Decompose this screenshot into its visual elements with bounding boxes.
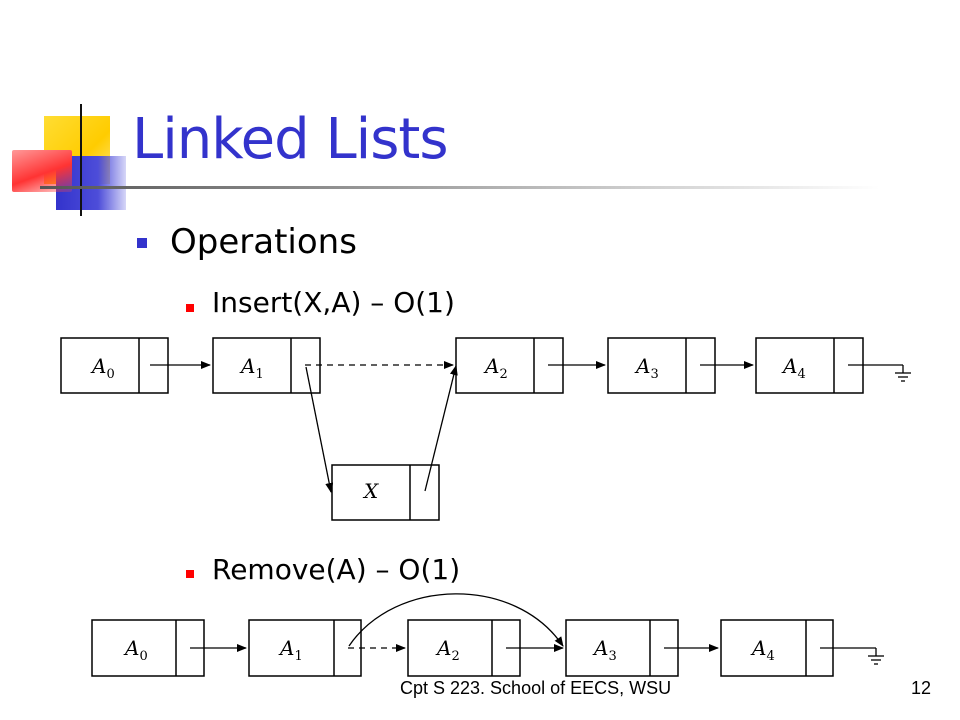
svg-text:A2: A2: [435, 636, 460, 664]
svg-text:A0: A0: [123, 636, 148, 664]
insert-node-a4: A4: [755, 337, 864, 394]
remove-node-a2-label: A: [435, 636, 451, 660]
remove-node-a0-subscript: 0: [139, 649, 147, 664]
svg-text:A1: A1: [278, 636, 303, 664]
insert-node-x-label: X: [362, 479, 379, 503]
decor-vertical-line: [80, 104, 82, 216]
bullet-marker-level2: [186, 304, 194, 312]
svg-text:A1: A1: [239, 354, 264, 382]
svg-text:A3: A3: [592, 636, 617, 664]
remove-node-a4-label: A: [750, 636, 766, 660]
bullet-marker-level1: [137, 238, 147, 248]
svg-text:A4: A4: [750, 636, 775, 664]
page-number: 12: [911, 678, 932, 698]
remove-pointer-a1-a3-bypass: [348, 593, 564, 647]
insert-node-a4-subscript: 4: [797, 367, 805, 382]
insert-node-a2-subscript: 2: [499, 367, 507, 382]
svg-text:A0: A0: [90, 354, 115, 382]
bullet-operations: Operations: [170, 222, 357, 262]
insert-node-x: X: [331, 464, 440, 521]
remove-null-ground-icon: [820, 647, 884, 665]
svg-text:A3: A3: [634, 354, 659, 382]
bullet-marker-level2: [186, 570, 194, 578]
remove-node-a3: A3: [565, 619, 679, 677]
insert-pointer-a1-x: [305, 366, 334, 493]
insert-node-a2-label: A: [483, 354, 499, 378]
insert-node-a0: A0: [60, 337, 169, 394]
insert-node-a3-label: A: [634, 354, 650, 378]
remove-node-a2-subscript: 2: [451, 649, 459, 664]
insert-node-a3-subscript: 3: [650, 367, 658, 382]
insert-node-a1-subscript: 1: [255, 367, 263, 382]
slide-title: Linked Lists: [132, 107, 449, 172]
insert-node-a1-label: A: [239, 354, 255, 378]
bullet-remove: Remove(A) – O(1): [212, 553, 461, 586]
svg-text:A4: A4: [781, 354, 806, 382]
remove-node-a0: A0: [91, 619, 205, 677]
remove-node-a4: A4: [720, 619, 834, 677]
title-underline: [40, 186, 880, 189]
remove-node-a1: A1: [248, 619, 362, 677]
bullet-insert: Insert(X,A) – O(1): [212, 286, 455, 319]
remove-node-a2: A2: [407, 619, 521, 677]
decor-red-block: [12, 150, 72, 192]
svg-text:A2: A2: [483, 354, 508, 382]
insert-node-a0-label: A: [90, 354, 106, 378]
insert-node-a4-label: A: [781, 354, 797, 378]
footer-text: Cpt S 223. School of EECS, WSU: [400, 678, 672, 698]
remove-node-a3-label: A: [592, 636, 608, 660]
insert-node-a0-subscript: 0: [106, 367, 114, 382]
remove-node-a1-subscript: 1: [294, 649, 302, 664]
remove-node-a3-subscript: 3: [608, 649, 616, 664]
remove-node-a1-label: A: [278, 636, 294, 660]
insert-pointer-x-a2: [424, 365, 458, 492]
insert-null-ground-icon: [848, 364, 911, 382]
remove-node-a0-label: A: [123, 636, 139, 660]
remove-node-a4-subscript: 4: [766, 649, 774, 664]
svg-text:X: X: [362, 479, 379, 503]
insert-node-a3: A3: [607, 337, 716, 394]
